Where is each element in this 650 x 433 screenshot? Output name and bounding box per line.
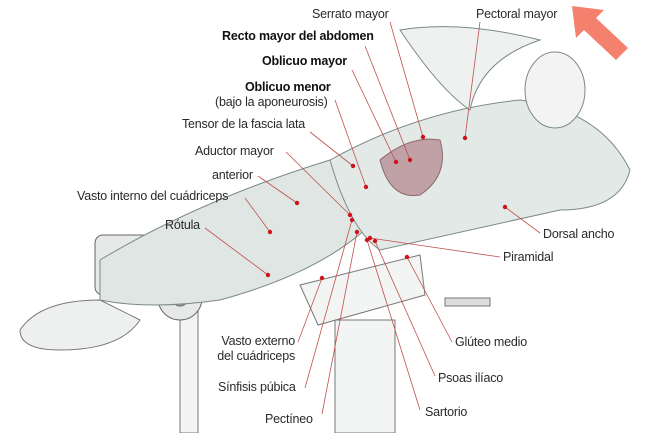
muscle-dot-rotula [265, 272, 271, 278]
muscle-dot-oblicuo-menor [363, 184, 369, 190]
muscle-dot-pectineo [354, 229, 360, 235]
leader-line-aductor [285, 151, 351, 216]
leader-line-recto [364, 45, 411, 161]
muscle-dot-serrato [420, 134, 426, 140]
leader-line-rotula [204, 227, 269, 276]
muscle-dot-tensor [350, 163, 356, 169]
muscle-dot-anterior [294, 200, 300, 206]
muscle-dot-gluteo [404, 254, 410, 260]
leader-line-dorsal [504, 206, 541, 234]
label-vasto-externo: Vasto externo [221, 334, 295, 348]
label-pectoral: Pectoral mayor [476, 7, 558, 21]
label-piramidal: Piramidal [503, 250, 554, 264]
label-pectineo: Pectíneo [265, 412, 313, 426]
leader-line-tensor [309, 131, 354, 167]
muscle-dot-aductor [347, 212, 353, 218]
abdominal-muscles [379, 138, 443, 197]
label-vasto-externo-2: del cuádriceps [217, 349, 295, 363]
head [524, 51, 586, 129]
muscle-dot-psoas [372, 238, 378, 244]
muscle-dot-vasto-interno [267, 229, 273, 235]
label-dorsal: Dorsal ancho [543, 227, 615, 241]
leader-line-oblicuo-menor [334, 99, 367, 188]
label-anterior: anterior [212, 168, 253, 182]
label-rotula: Rótula [165, 218, 200, 232]
leader-line-sartorio [366, 239, 421, 411]
muscle-dot-dorsal [502, 204, 508, 210]
muscle-dot-sinfisis [349, 217, 355, 223]
muscle-dot-recto [407, 157, 413, 163]
leader-line-pectoral [464, 21, 481, 139]
legs [99, 159, 381, 306]
leader-line-serrato [389, 21, 424, 138]
label-recto: Recto mayor del abdomen [222, 29, 374, 43]
label-oblicuo-mayor: Oblicuo mayor [262, 54, 347, 68]
muscle-dot-oblicuo-mayor [393, 159, 399, 165]
leader-line-sinfisis [304, 219, 353, 389]
label-sartorio: Sartorio [425, 405, 468, 419]
label-oblicuo-menor: Oblicuo menor [245, 80, 331, 94]
label-aductor: Aductor mayor [195, 144, 274, 158]
muscle-dot-pectoral [462, 135, 468, 141]
leader-line-piramidal [369, 237, 501, 258]
label-vasto-interno: Vasto interno del cuádriceps [77, 189, 229, 203]
label-gluteo: Glúteo medio [455, 335, 527, 349]
arm [399, 26, 542, 111]
feet [19, 299, 141, 351]
label-serrato: Serrato mayor [312, 7, 389, 21]
label-oblicuo-menor-note: (bajo la aponeurosis) [215, 95, 328, 109]
leader-line-psoas [374, 240, 436, 377]
bench [179, 254, 491, 433]
leader-line-pectineo [321, 231, 358, 415]
muscle-dot-sartorio [364, 237, 370, 243]
leader-line-oblicuo-mayor [351, 69, 397, 163]
muscle-dot-vasto-externo [319, 275, 325, 281]
label-psoas: Psoas ilíaco [438, 371, 503, 385]
label-sinfisis: Sínfisis púbica [218, 380, 296, 394]
leader-line-anterior [257, 175, 298, 204]
label-tensor: Tensor de la fascia lata [182, 117, 306, 131]
leader-line-vasto-interno [244, 197, 271, 233]
leader-line-gluteo [406, 256, 453, 343]
leader-line-vasto-externo [297, 277, 323, 343]
arrow-up-left-icon [572, 6, 628, 60]
